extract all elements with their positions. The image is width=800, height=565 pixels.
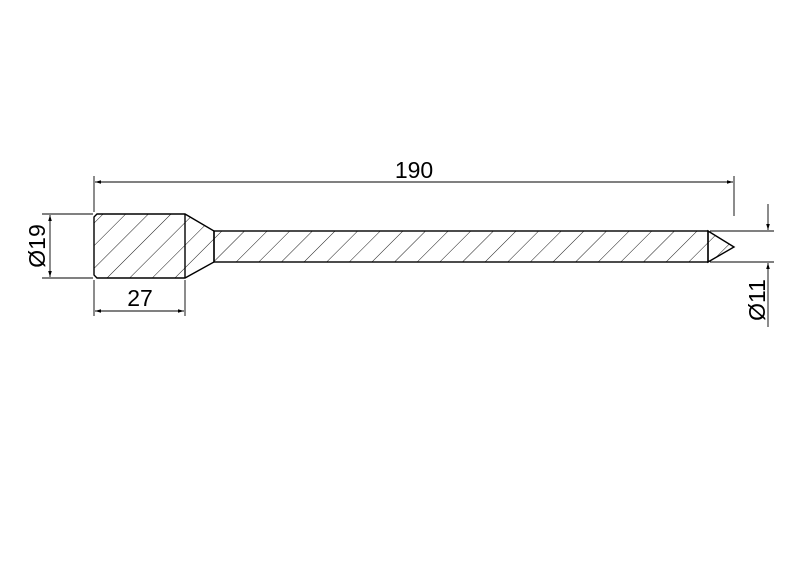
dimension-overall-length	[93, 176, 735, 216]
pin-part	[93, 213, 736, 279]
dimension-shaft-diameter	[710, 204, 774, 327]
shaft-diameter-label: Ø11	[744, 279, 770, 321]
head-section	[93, 213, 215, 279]
head-diameter-label: Ø19	[24, 224, 50, 267]
dimension-head-length	[93, 280, 186, 316]
shaft-section	[213, 230, 709, 263]
dimension-head-diameter	[42, 213, 93, 279]
tip-section	[707, 229, 736, 264]
overall-length-label: 190	[395, 157, 433, 183]
head-length-label: 27	[127, 285, 153, 311]
